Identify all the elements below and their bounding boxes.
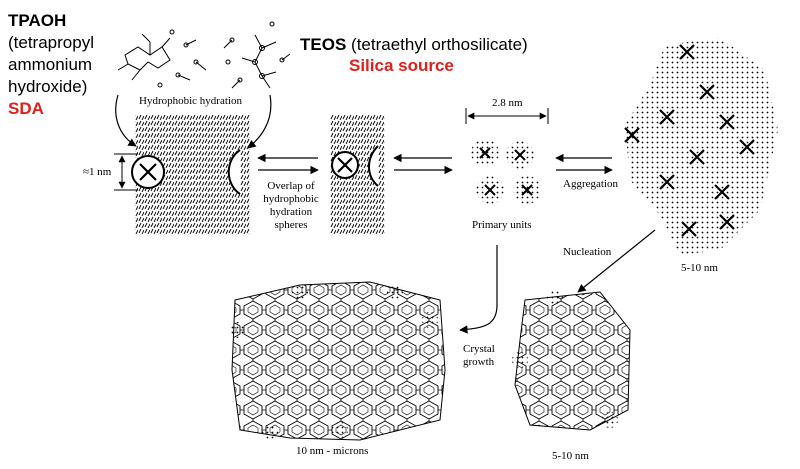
- crystal-growth-label-1: Crystal: [463, 343, 495, 355]
- equilibrium-arrows-1: [257, 153, 319, 175]
- aggregation-label: Aggregation: [563, 178, 618, 190]
- crystal-size-label: 10 nm - microns: [296, 445, 369, 457]
- tpaoh-molecule-drawing: [117, 29, 207, 88]
- tpaoh-line2-label: ammonium: [8, 55, 93, 74]
- tpaoh-abbr-label: TPAOH: [8, 11, 67, 30]
- overlap-label-4: spheres: [274, 219, 308, 231]
- size-2-8nm-dimension: [465, 108, 549, 124]
- teos-full-label: (tetraethyl orthosilicate): [351, 35, 528, 54]
- size-1nm-label: ≈1 nm: [83, 166, 112, 178]
- size-2-8nm-label: 2.8 nm: [492, 97, 523, 109]
- teos-abbr-label: TEOS: [300, 35, 347, 54]
- crystal-network: [230, 281, 446, 441]
- hydration-panel: [131, 115, 250, 235]
- tpaoh-line1-label: (tetrapropyl: [8, 33, 94, 52]
- overlap-label-1: Overlap of: [267, 180, 315, 192]
- primary-units-cluster: [471, 139, 541, 204]
- overlap-label-2: hydrophobic: [263, 193, 319, 205]
- tpaoh-to-hydration-arrow: [115, 94, 137, 147]
- equilibrium-arrows-2: [393, 153, 453, 175]
- sda-label: SDA: [8, 99, 44, 118]
- primary-units-label: Primary units: [472, 219, 532, 231]
- aggregate-cluster: [624, 38, 778, 255]
- aggregate-size-label: 5-10 nm: [681, 262, 718, 274]
- nucleation-arrow: [577, 229, 656, 293]
- overlap-label-3: hydration: [269, 206, 313, 218]
- silica-source-label: Silica source: [349, 56, 454, 75]
- size-1nm-dimension: [114, 153, 138, 191]
- nucleus-network: [512, 290, 631, 431]
- nucleus-size-label: 5-10 nm: [552, 450, 589, 462]
- nucleation-label: Nucleation: [563, 246, 612, 258]
- hydrophobic-hydration-label: Hydrophobic hydration: [139, 95, 242, 107]
- overlap-panel: [330, 115, 385, 235]
- teos-label: TEOS (tetraethyl orthosilicate): [300, 35, 528, 55]
- crystal-growth-arrow: [459, 245, 498, 334]
- tpaoh-line3-label: hydroxide): [8, 77, 88, 96]
- teos-to-hydration-arrow: [247, 94, 272, 149]
- aggregation-arrows: [555, 153, 613, 175]
- teos-molecule-drawing: [223, 21, 291, 89]
- crystal-growth-label-2: growth: [463, 356, 495, 368]
